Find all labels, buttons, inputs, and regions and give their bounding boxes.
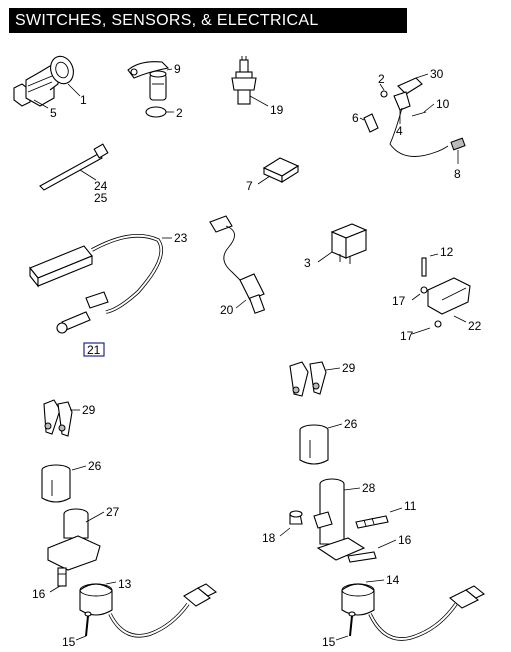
- part-24-cable-strap: [39, 143, 109, 191]
- callout-20: 20: [220, 303, 234, 317]
- callout-17: 17: [400, 329, 414, 343]
- part-9-sensor: [127, 61, 170, 101]
- callout-27: 27: [106, 505, 120, 519]
- callout-10: 10: [436, 97, 450, 111]
- callout-25: 25: [94, 191, 108, 205]
- callout-12: 12: [440, 245, 454, 259]
- part-16-screw-right: [347, 551, 377, 563]
- part-7-fuse: [262, 157, 300, 183]
- part-18-bushing: [289, 510, 303, 525]
- callout-14: 14: [386, 573, 400, 587]
- part-13-ignition-switch-left: [79, 583, 218, 638]
- part-3-relay: [330, 223, 368, 264]
- part-19-sender: [231, 56, 257, 105]
- part-15-screw-left: [84, 611, 92, 637]
- part-22-switch: [420, 257, 471, 328]
- callout-16: 16: [398, 533, 412, 547]
- part-14-ignition-switch-right: [341, 583, 486, 641]
- callout-30: 30: [430, 67, 444, 81]
- part-2-o-ring: [145, 106, 167, 118]
- callout-22: 22: [468, 319, 482, 333]
- part-27-switch-housing-left: [47, 508, 101, 571]
- callout-15: 15: [62, 635, 76, 649]
- part-16-screw-left: [57, 567, 67, 587]
- callout-28: 28: [362, 481, 376, 495]
- callout-9: 9: [174, 62, 181, 76]
- callout-29: 29: [82, 403, 96, 417]
- callout-8: 8: [454, 167, 461, 181]
- callout-18: 18: [262, 531, 276, 545]
- part-20-o2-sensor: [209, 215, 266, 314]
- callout-2: 2: [176, 106, 183, 120]
- part-1-washer: [50, 55, 74, 85]
- part-11-bolt: [355, 515, 389, 529]
- callout-1: 1: [80, 93, 87, 107]
- part-15-screw-right: [348, 611, 356, 637]
- callout-29: 29: [342, 361, 356, 375]
- callout-6: 6: [352, 111, 359, 125]
- callout-23: 23: [174, 231, 188, 245]
- callout-15: 15: [322, 635, 336, 649]
- part-26-lock-cylinder-right: [299, 424, 329, 465]
- callout-13: 13: [118, 577, 132, 591]
- part-26-lock-cylinder-left: [41, 464, 71, 503]
- callout-26: 26: [88, 459, 102, 473]
- callout-16: 16: [32, 587, 46, 601]
- callout-box-21: [83, 342, 105, 357]
- callout-24: 24: [94, 179, 108, 193]
- callout-11: 11: [404, 499, 417, 513]
- callout-17: 17: [392, 294, 406, 308]
- diagram-title: SWITCHES, SENSORS, & ELECTRICAL CONNECTO…: [9, 8, 407, 54]
- callout-26: 26: [344, 417, 358, 431]
- part-4-sensor-assembly: [363, 77, 466, 157]
- callout-21: 21: [87, 343, 101, 357]
- part-28-lock-body: [313, 478, 366, 561]
- callout-19: 19: [270, 103, 284, 117]
- callout-7: 7: [246, 179, 253, 193]
- part-29-keys-left: [43, 399, 73, 437]
- callout-4: 4: [396, 124, 403, 138]
- callout-2: 2: [378, 72, 385, 86]
- callout-5: 5: [50, 106, 57, 120]
- part-23-harness: [29, 233, 163, 334]
- part-29-keys-right: [289, 361, 327, 397]
- callout-3: 3: [304, 256, 311, 270]
